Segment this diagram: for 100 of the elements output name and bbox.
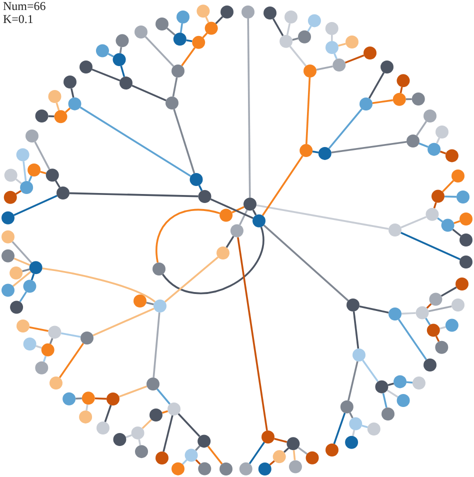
circle-node	[429, 292, 442, 306]
connector-line	[226, 236, 234, 248]
connector-line	[42, 356, 47, 362]
circle-node	[412, 92, 425, 106]
connector-line	[186, 39, 192, 42]
connector-line	[202, 32, 208, 38]
circle-node	[173, 32, 186, 46]
connector-line	[388, 382, 394, 386]
connector-line	[401, 312, 416, 315]
connector-line	[104, 404, 112, 422]
circle-node	[424, 358, 436, 372]
circle-node	[131, 426, 144, 440]
connector-line	[36, 345, 42, 349]
connector-line	[12, 241, 32, 264]
circle-node	[346, 298, 360, 312]
circle-node	[460, 256, 472, 268]
circle-node	[396, 74, 410, 88]
circle-node	[375, 380, 388, 394]
circle-node	[112, 53, 126, 66]
circle-node	[204, 22, 218, 35]
circle-node	[452, 170, 464, 182]
connector-line	[86, 404, 88, 411]
connector-line	[172, 77, 178, 97]
connector-line	[368, 72, 385, 99]
circle-node	[308, 14, 321, 28]
connector-line	[80, 106, 192, 177]
circle-node	[325, 40, 338, 54]
circle-node	[152, 262, 166, 276]
connector-line	[54, 180, 60, 188]
connector-line	[29, 326, 48, 332]
circle-node	[20, 181, 34, 194]
connector-line	[454, 220, 460, 224]
connector-line	[162, 415, 174, 452]
circle-node	[23, 338, 36, 350]
circle-node	[426, 208, 439, 221]
circle-node	[230, 224, 244, 238]
circle-node	[239, 462, 252, 476]
circle-node	[364, 46, 376, 60]
connector-line	[152, 312, 160, 378]
connector-line	[164, 256, 219, 302]
connector-line	[334, 53, 338, 60]
connector-line	[166, 28, 176, 36]
circle-node	[286, 437, 300, 450]
circle-node	[29, 261, 42, 274]
connector-line	[362, 424, 368, 428]
connector-line	[156, 388, 170, 405]
connector-line	[289, 46, 307, 66]
circle-node	[298, 30, 311, 44]
connector-line	[292, 450, 296, 460]
connector-line	[22, 268, 30, 272]
circle-node	[456, 190, 470, 204]
connector-line	[146, 302, 154, 306]
connector-line	[42, 268, 156, 303]
circle-node	[198, 190, 212, 203]
circle-node	[184, 448, 198, 462]
circle-node	[445, 149, 458, 162]
connector-line	[256, 204, 389, 230]
circle-node	[82, 392, 95, 405]
connector-line	[94, 398, 107, 400]
connector-line	[352, 311, 360, 349]
circle-node	[113, 433, 126, 446]
connector-line	[344, 54, 364, 64]
circle-node	[4, 190, 17, 204]
circle-node	[120, 76, 132, 90]
connector-line	[283, 447, 290, 453]
circle-node	[16, 320, 30, 332]
circle-node	[412, 376, 426, 390]
circle-node	[325, 22, 338, 35]
connector-line	[386, 390, 398, 398]
connector-line	[316, 66, 333, 71]
connector-line	[331, 35, 333, 41]
circle-node	[41, 343, 54, 356]
circle-node	[48, 90, 62, 103]
connector-line	[312, 150, 319, 154]
circle-node	[198, 462, 212, 476]
circle-node	[460, 212, 472, 226]
circle-node	[388, 224, 402, 236]
connector-line	[173, 108, 196, 174]
circle-node	[54, 110, 68, 124]
connector-line	[338, 42, 346, 47]
circle-node	[318, 146, 332, 160]
connector-line	[433, 202, 437, 208]
circle-node	[4, 168, 18, 182]
circle-node	[435, 340, 448, 354]
connector-line	[70, 88, 74, 98]
circle-node	[2, 249, 14, 262]
connector-line	[418, 142, 428, 148]
circle-node	[96, 422, 110, 434]
circle-node	[288, 460, 302, 474]
circle-node	[2, 211, 14, 224]
connector-line	[269, 460, 275, 466]
circle-node	[2, 230, 14, 244]
circle-node	[48, 326, 62, 339]
connector-line	[444, 196, 457, 198]
circle-node	[68, 97, 82, 110]
circle-node	[242, 6, 254, 18]
circle-node	[382, 408, 394, 420]
connector-line	[162, 226, 264, 294]
connector-line	[210, 198, 254, 220]
circle-node	[340, 400, 354, 414]
